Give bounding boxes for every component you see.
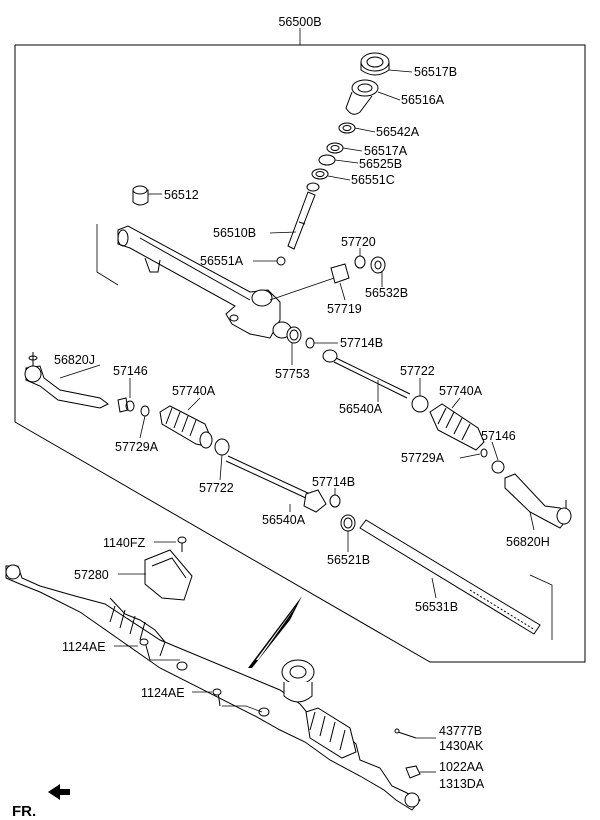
part-56542A[interactable] [338,122,356,134]
label-57729A-right: 57729A [401,451,445,465]
part-57720[interactable] [354,255,366,269]
label-56517B: 56517B [414,65,457,79]
label-57753: 57753 [275,367,310,381]
fr-label: FR. [12,803,36,820]
label-57740A-left: 57740A [172,384,216,398]
part-56820H[interactable] [504,473,572,529]
label-43777B: 43777B [439,724,482,738]
label-1140FZ: 1140FZ [103,536,146,550]
label-56551A: 56551A [200,254,244,268]
part-57719[interactable] [330,263,350,284]
label-56820J: 56820J [54,353,95,367]
part-56820J[interactable] [24,352,109,409]
label-57729A-left: 57729A [115,440,159,454]
part-57722-left[interactable] [214,438,230,456]
label-56532B: 56532B [365,286,408,300]
part-56517B[interactable] [360,52,390,76]
label-1022AA: 1022AA [439,760,484,774]
label-1124AE-top: 1124AE [62,640,106,654]
part-1124AE-bottom[interactable] [212,688,222,707]
part-57729A-left[interactable] [140,405,150,417]
part-57740A-right[interactable] [429,403,485,451]
part-lower-rack-assembly[interactable] [5,564,421,811]
label-56521B: 56521B [327,553,370,567]
label-56510B: 56510B [213,226,256,240]
label-57146-left: 57146 [113,364,148,378]
label-56516A: 56516A [401,93,445,107]
part-57714B-top[interactable] [305,337,315,349]
label-57740A-right: 57740A [439,384,483,398]
part-56540A-top[interactable] [322,349,411,399]
label-57719: 57719 [327,302,362,316]
label-56542A: 56542A [376,125,420,139]
part-57714B-mid[interactable] [329,494,341,508]
label-1430AK: 1430AK [439,739,484,753]
label-56820H: 56820H [506,535,550,549]
label-57722-left: 57722 [199,481,234,495]
label-1124AE-bottom: 1124AE [141,686,185,700]
label-56500B: 56500B [278,15,321,29]
part-56516A[interactable] [345,79,379,115]
label-56512: 56512 [164,188,199,202]
label-57280: 57280 [74,568,109,582]
label-56540A-top: 56540A [339,402,383,416]
label-56525B: 56525B [359,157,402,171]
part-56512[interactable] [132,185,149,206]
label-1313DA: 1313DA [439,777,485,791]
assembly-arrow [248,596,302,668]
part-56551A[interactable] [276,256,286,266]
label-57720: 57720 [341,235,376,249]
part-56510B[interactable] [287,182,320,250]
label-56517A: 56517A [364,144,408,158]
part-57280[interactable] [144,549,193,601]
part-56521B[interactable] [340,514,356,532]
part-56532B[interactable] [370,256,386,274]
part-56540A-mid[interactable] [225,455,327,513]
part-57146-right[interactable] [491,460,505,474]
part-57753[interactable] [286,326,302,344]
part-57722-right[interactable] [411,395,429,413]
part-rack-housing[interactable] [117,225,292,339]
label-57722-right: 57722 [400,364,435,378]
label-57714B-top: 57714B [340,336,383,350]
part-57146-left[interactable] [117,397,135,413]
part-56517A[interactable] [326,142,344,154]
label-56551C: 56551C [351,173,395,187]
label-57146-right: 57146 [481,429,516,443]
label-56531B: 56531B [415,600,458,614]
part-56551C[interactable] [311,168,329,180]
assembly-frame [14,44,586,663]
label-56540A-mid: 56540A [262,513,306,527]
part-57740A-left[interactable] [159,405,213,449]
part-1022AA[interactable] [405,765,421,779]
fr-arrow-icon [48,784,70,800]
part-57729A-right[interactable] [480,448,488,458]
part-1140FZ[interactable] [177,536,187,552]
label-57714B-mid: 57714B [312,475,355,489]
part-43777B[interactable] [394,728,417,739]
part-1124AE-top[interactable] [139,638,151,661]
part-56531B[interactable] [359,519,541,635]
part-56525B[interactable] [318,154,336,166]
